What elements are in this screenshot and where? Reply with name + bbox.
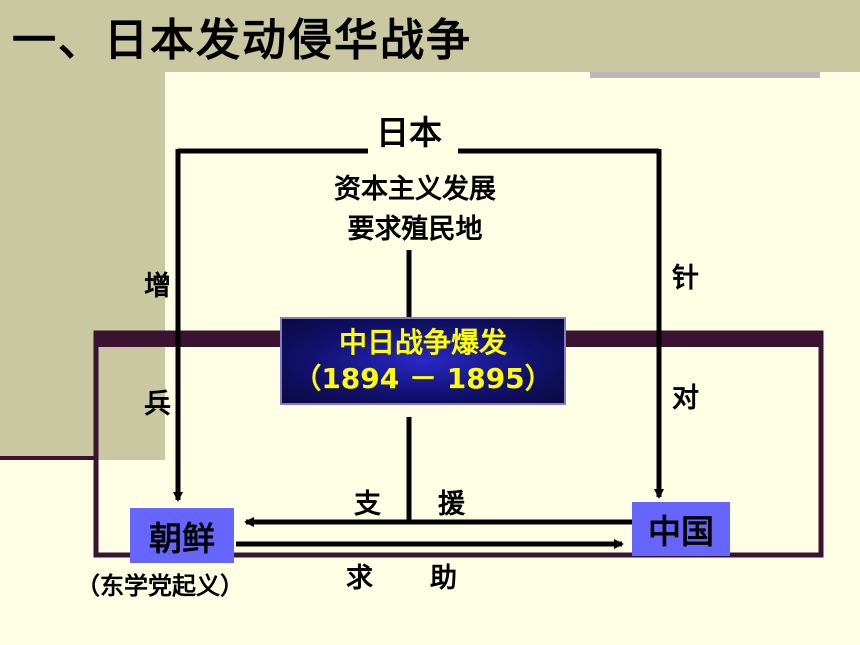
war-box: 中日战争爆发 （1894 － 1895） [280, 317, 566, 405]
china-node: 中国 [632, 502, 730, 556]
war-years: （1894 － 1895） [293, 362, 553, 395]
request-char-1: 求 [346, 563, 373, 594]
right-char-1: 针 [672, 263, 699, 294]
support-char-2: 援 [438, 489, 465, 520]
cause-line1: 资本主义发展 [334, 174, 496, 205]
japan-label: 日本 [376, 113, 442, 152]
grey-strip [590, 72, 820, 78]
korea-label: 朝鲜 [149, 518, 215, 558]
request-char-2: 助 [430, 563, 457, 594]
left-char-2: 兵 [144, 389, 171, 420]
korea-note: （东学党起义） [76, 572, 244, 600]
slide-title: 一、日本发动侵华战争 [12, 15, 472, 66]
left-char-1: 增 [144, 271, 171, 302]
title-band [0, 0, 860, 72]
china-label: 中国 [648, 512, 714, 551]
support-char-1: 支 [354, 489, 381, 520]
cause-line2: 要求殖民地 [347, 214, 483, 245]
right-char-2: 对 [672, 383, 699, 414]
korea-node: 朝鲜 [130, 508, 234, 563]
war-title: 中日战争爆发 [338, 326, 507, 359]
left-divider-line [0, 456, 96, 460]
left-band [0, 72, 165, 460]
